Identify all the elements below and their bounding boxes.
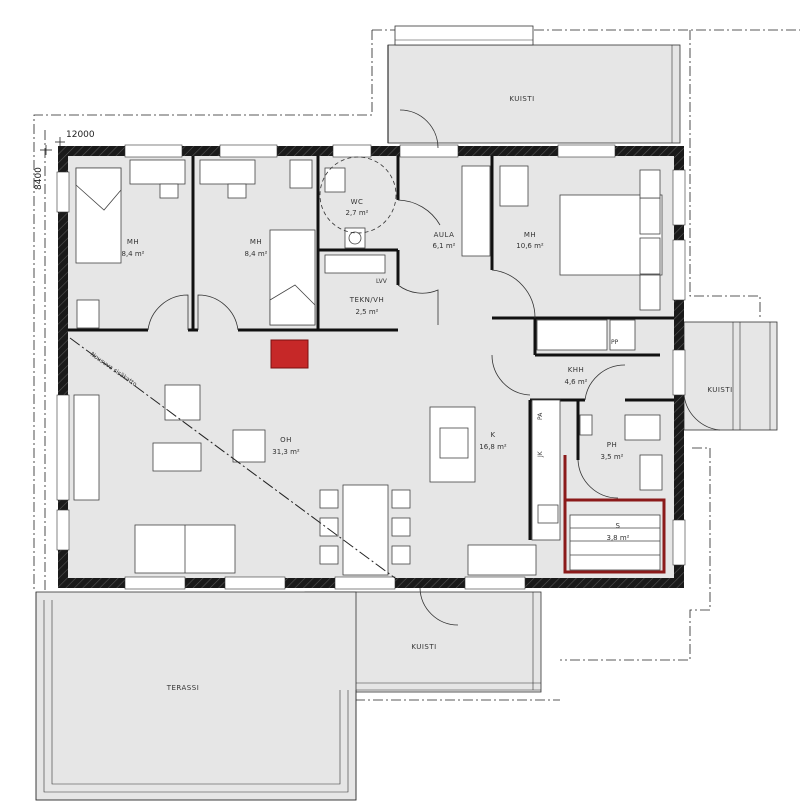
kuisti-top-label: KUISTI	[509, 95, 534, 103]
rising-ceiling-line	[69, 337, 396, 579]
jk-label: JK	[537, 450, 544, 458]
kuisti-right-label: KUISTI	[707, 386, 732, 394]
room-khh-area: 4,6 m²	[565, 378, 588, 386]
room-oh-name: OH	[280, 436, 292, 444]
room-s-area: 3,8 m²	[607, 534, 630, 542]
room-k-area: 16,8 m²	[479, 443, 507, 451]
wc-turning-circle	[319, 156, 397, 234]
room-aula-area: 6,1 m²	[433, 242, 456, 250]
armchair-2	[232, 429, 266, 463]
room-ph-area: 3,5 m²	[601, 453, 624, 461]
room-wc-area: 2,7 m²	[346, 209, 369, 217]
room-wc-name: WC	[351, 198, 364, 206]
lvv-label: LVV	[376, 278, 388, 285]
room-mh1-name: MH	[127, 238, 139, 246]
room-aula-name: AULA	[434, 231, 455, 239]
room-s-name: S	[616, 522, 621, 530]
room-khh-name: KHH	[568, 366, 585, 374]
room-mh2-name: MH	[250, 238, 262, 246]
room-tekn-area: 2,5 m²	[356, 308, 379, 316]
depth-dimension: 8400	[34, 167, 44, 190]
kuisti-top-step	[394, 25, 534, 46]
windows	[56, 144, 686, 590]
outdoor-areas	[35, 25, 778, 801]
pp-label: PP	[611, 339, 619, 346]
kuisti-top-area	[387, 44, 681, 144]
room-ph-name: PH	[607, 441, 618, 449]
coffee-table	[152, 442, 202, 472]
room-k-name: K	[490, 431, 495, 439]
terassi-label: TERASSI	[166, 684, 200, 692]
fireplace	[270, 339, 309, 369]
sauna-walls	[563, 455, 666, 574]
room-labels: MH 8,4 m² MH 8,4 m² WC 2,7 m² AULA 6,1 m…	[122, 95, 733, 692]
dining-table	[342, 484, 389, 576]
width-dimension: 12000	[66, 130, 95, 140]
room-mh3-name: MH	[524, 231, 536, 239]
room-mh1-area: 8,4 m²	[122, 250, 145, 258]
interior-walls	[68, 156, 674, 540]
sauna-bench	[569, 514, 661, 571]
armchair-1	[164, 384, 201, 421]
kuisti-bottom-label: KUISTI	[411, 643, 436, 651]
room-mh2-area: 8,4 m²	[245, 250, 268, 258]
room-oh-area: 31,3 m²	[272, 448, 300, 456]
kuisti-right-area	[683, 321, 778, 431]
room-tekn-name: TEKN/VH	[349, 296, 384, 304]
pa-label: PA	[537, 412, 544, 420]
dimension-marks	[40, 137, 65, 155]
room-mh3-area: 10,6 m²	[516, 242, 544, 250]
furniture	[73, 159, 663, 576]
tv-bench	[73, 394, 100, 501]
door-swings	[147, 109, 721, 626]
terassi-area	[35, 591, 357, 801]
outline-lines	[33, 29, 800, 701]
